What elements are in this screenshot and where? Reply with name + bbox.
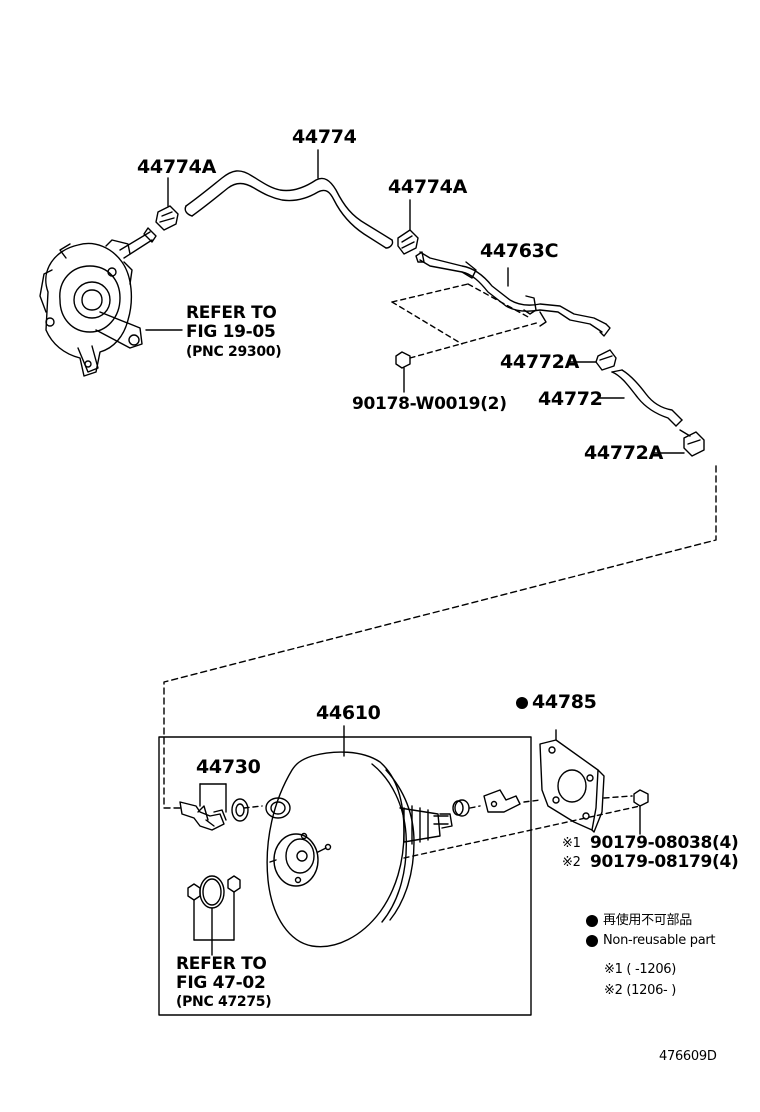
gasket-44785	[539, 729, 605, 833]
refer1-line1: REFER TO	[186, 303, 277, 323]
note-1: ※1 ( -1206)	[604, 962, 677, 977]
brake-booster-44610	[265, 751, 453, 948]
refer1-line2: FIG 19-05	[186, 322, 276, 342]
vacuum-hose-44774	[184, 149, 394, 249]
refer2-line2: FIG 47-02	[176, 973, 266, 993]
mark-1: ※1	[562, 836, 581, 851]
figure-id: 476609D	[659, 1049, 717, 1064]
dashed-route-line	[163, 465, 717, 809]
bushing	[452, 799, 470, 817]
hose-clamp-44772a-lower	[653, 429, 705, 457]
o-ring-set	[187, 875, 241, 956]
grommet	[231, 798, 249, 822]
note-2: ※2 (1206- )	[604, 983, 677, 998]
clevis	[483, 789, 521, 813]
label-44785: 44785	[532, 691, 597, 713]
label-44774: 44774	[292, 126, 357, 148]
mark-2: ※2	[562, 855, 581, 870]
label-44774a-mid: 44774A	[388, 176, 468, 198]
refer1-line3: (PNC 29300)	[186, 344, 282, 360]
legend-bullet-en	[586, 935, 598, 947]
label-44774a-top: 44774A	[137, 156, 217, 178]
legend-jp: 再使用不可部品	[603, 913, 692, 928]
nut-90178	[395, 351, 411, 393]
hose-clamp-44774a-left	[155, 177, 179, 231]
label-44730: 44730	[196, 756, 261, 778]
nut-90179	[633, 789, 649, 835]
label-44763c: 44763C	[480, 240, 559, 262]
label-44772: 44772	[538, 388, 603, 410]
refer2-line3: (PNC 47275)	[176, 994, 272, 1010]
label-44610: 44610	[316, 702, 381, 724]
booster-assembly-frame	[158, 736, 532, 1016]
alignment-lines	[243, 795, 641, 859]
hose-clamp-44774a-right	[397, 199, 419, 255]
label-90179-1: 90179-08038(4)	[590, 833, 739, 853]
mounting-guide	[391, 283, 541, 359]
vacuum-pump	[39, 227, 157, 377]
refer2-line1: REFER TO	[176, 954, 267, 974]
label-44772a-bot: 44772A	[584, 442, 664, 464]
label-90178: 90178-W0019(2)	[352, 394, 507, 414]
vacuum-hose-44772	[597, 369, 683, 427]
vacuum-pipe-44763c	[415, 251, 611, 337]
legend-bullet-jp	[586, 915, 598, 927]
label-90179-2: 90179-08179(4)	[590, 852, 739, 872]
label-44772a-top: 44772A	[500, 351, 580, 373]
legend-en: Non-reusable part	[603, 933, 716, 948]
check-valve-44730	[179, 783, 227, 831]
hose-clamp-44772a-upper	[569, 349, 617, 371]
non-reusable-bullet-44785	[516, 697, 528, 709]
